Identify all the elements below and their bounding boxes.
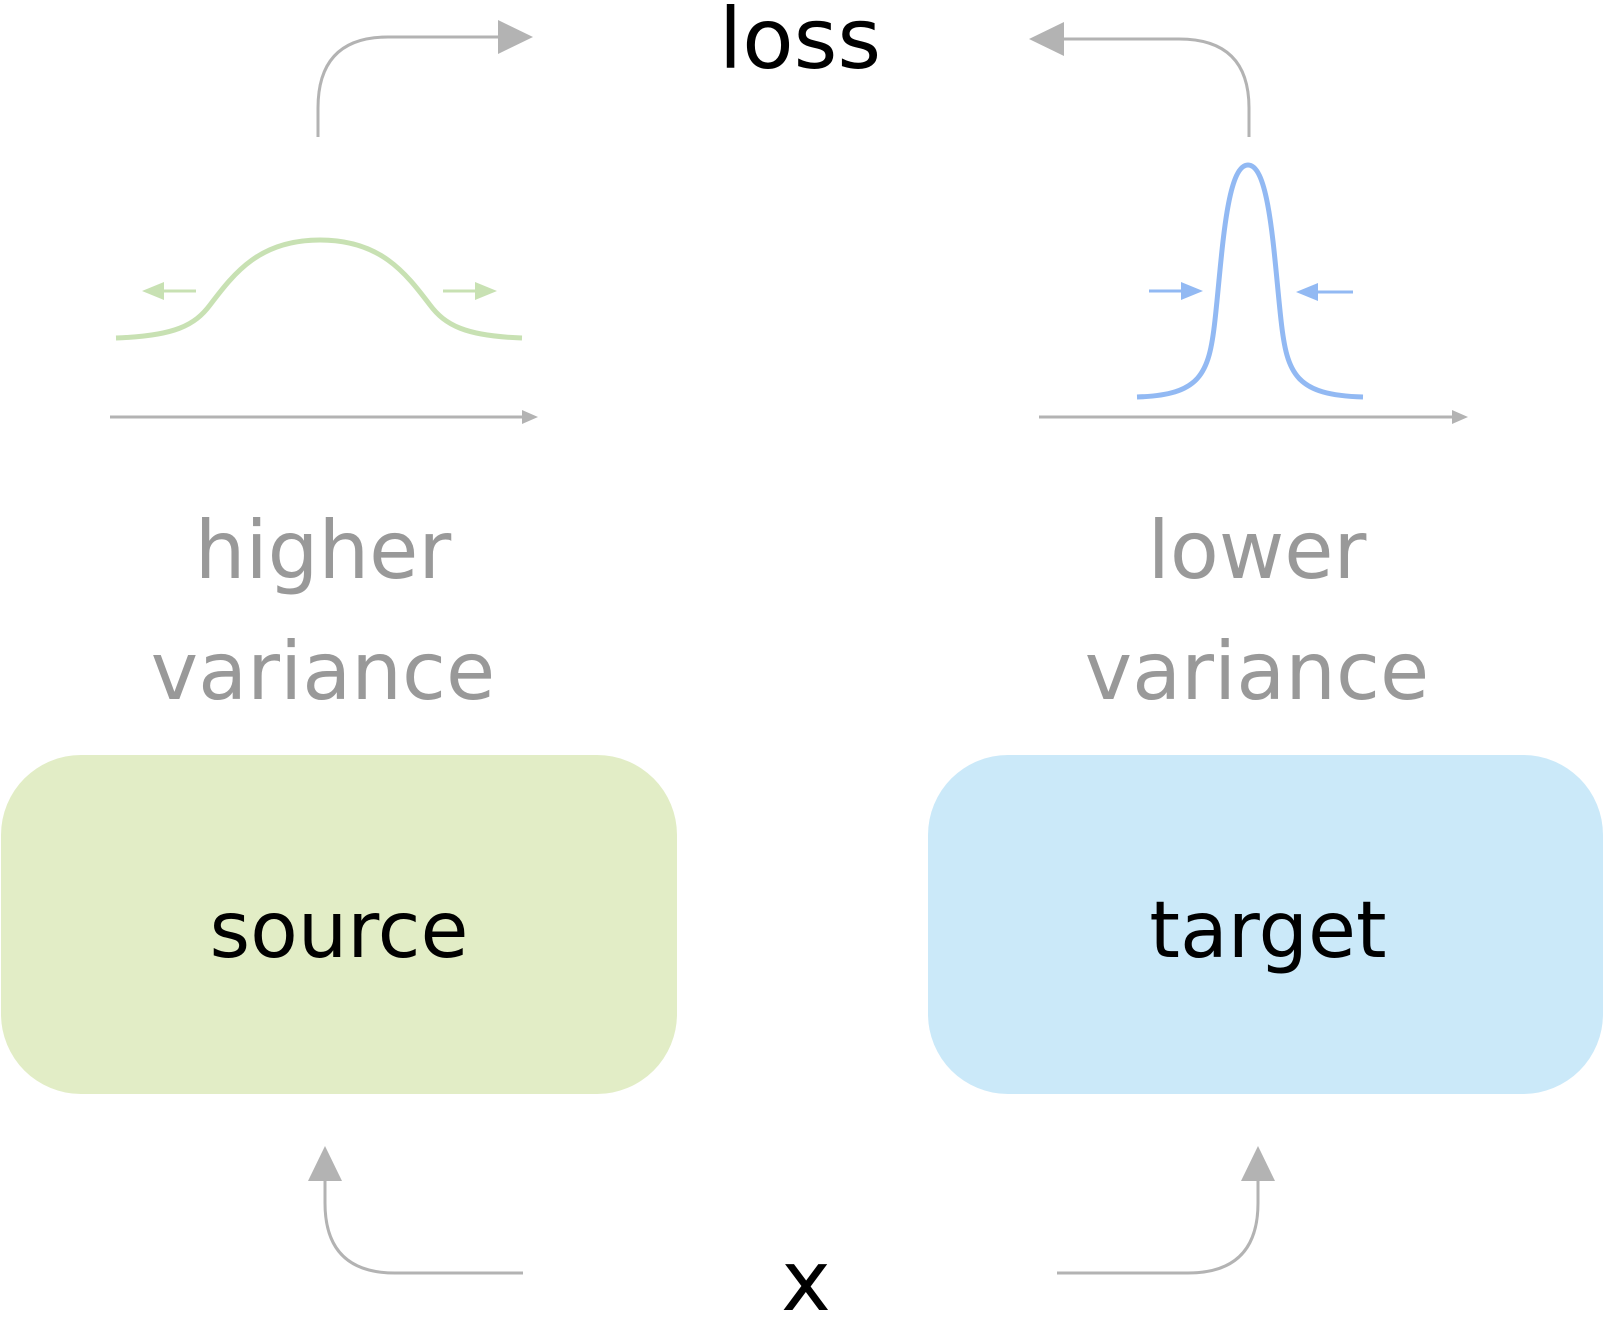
- loss-label: loss: [719, 0, 881, 88]
- source-variance-caption-line1: higher: [195, 504, 452, 597]
- spread-left-arrow-icon: [142, 282, 196, 300]
- target-variance-caption-line2: variance: [1085, 625, 1429, 718]
- target-variance-caption-line1: lower: [1148, 504, 1367, 597]
- x-to-source-arrow: [308, 1146, 523, 1275]
- narrow-left-arrow-icon: [1149, 282, 1203, 300]
- target-box: target: [928, 755, 1603, 1094]
- source-box: source: [1, 755, 677, 1094]
- target-x-axis: [1039, 410, 1468, 424]
- source-box-label: source: [209, 886, 468, 976]
- narrow-right-arrow-icon: [1296, 283, 1353, 301]
- narrow-gaussian-icon: [1136, 162, 1364, 400]
- target-box-label: target: [1149, 886, 1386, 976]
- target-distribution-plot: [1039, 162, 1468, 424]
- source-x-axis: [110, 410, 538, 424]
- spread-right-arrow-icon: [443, 282, 497, 300]
- source-distribution-plot: [110, 237, 538, 424]
- source-variance-caption-line2: variance: [151, 625, 495, 718]
- target-to-loss-arrow: [1029, 22, 1251, 137]
- x-input-label: x: [781, 1232, 831, 1317]
- wide-gaussian-icon: [115, 237, 523, 341]
- source-to-loss-arrow: [316, 20, 533, 137]
- x-to-target-arrow: [1057, 1146, 1275, 1275]
